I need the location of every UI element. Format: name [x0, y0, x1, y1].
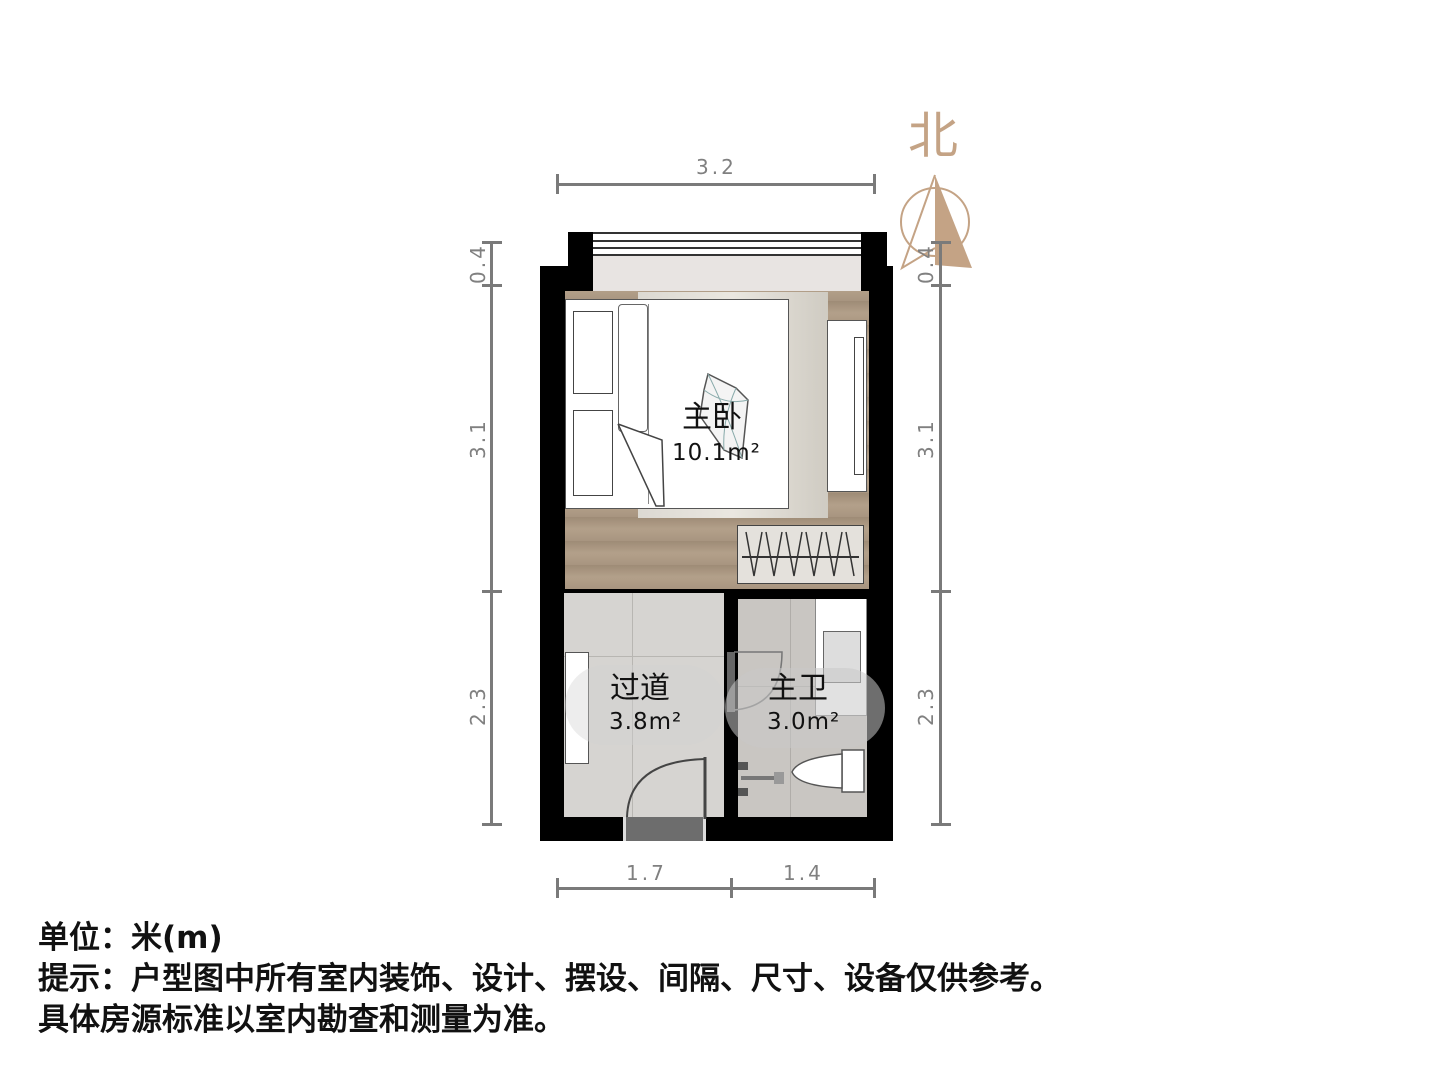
blanket-corner	[617, 423, 665, 507]
room-area: 10.1m²	[672, 440, 761, 466]
tip-note: 提示：户型图中所有室内装饰、设计、摆设、间隔、尺寸、设备仅供参考。	[38, 961, 1061, 997]
dimension-label: 1.4	[783, 861, 824, 885]
north-arrow-icon	[900, 174, 972, 271]
tv-cabinet	[827, 320, 867, 492]
shower-fixture	[738, 762, 784, 796]
pillow	[573, 410, 613, 496]
room-area: 3.8m²	[609, 709, 683, 735]
unit-note: 单位：米(m)	[38, 920, 223, 956]
dimension-label: 0.4	[914, 243, 938, 284]
shoe-cabinet	[565, 652, 589, 764]
entry-door-swing	[626, 757, 707, 819]
bathroom-door[interactable]	[727, 652, 735, 712]
room-area: 3.0m²	[767, 709, 841, 735]
pillow	[573, 311, 613, 394]
dimension-label: 3.2	[696, 155, 737, 179]
room-name: 主卧	[682, 400, 742, 435]
north-label: 北	[908, 107, 958, 165]
disclaimer-note: 具体房源标准以室内勘查和测量为准。	[38, 1002, 565, 1038]
bed	[565, 299, 789, 509]
room-name: 过道	[610, 671, 670, 706]
dimension-label: 2.3	[914, 685, 938, 726]
hallway-floor	[564, 593, 724, 817]
balcony-window	[593, 232, 861, 256]
dimension-label: 0.4	[466, 243, 490, 284]
toilet	[791, 749, 865, 793]
closet	[737, 525, 864, 584]
balcony-floor	[593, 256, 861, 291]
decor-cushion	[699, 372, 749, 460]
dimension-label: 3.1	[914, 418, 938, 459]
room-name: 主卫	[768, 671, 828, 706]
notes: 单位：米(m) 提示：户型图中所有室内装饰、设计、摆设、间隔、尺寸、设备仅供参考…	[38, 918, 1061, 1041]
dimension-label: 2.3	[466, 685, 490, 726]
blanket-fold	[618, 304, 648, 432]
dimension-label: 1.7	[626, 861, 667, 885]
entry-door[interactable]	[623, 817, 706, 841]
dimension-label: 3.1	[466, 418, 490, 459]
wall	[724, 589, 869, 599]
